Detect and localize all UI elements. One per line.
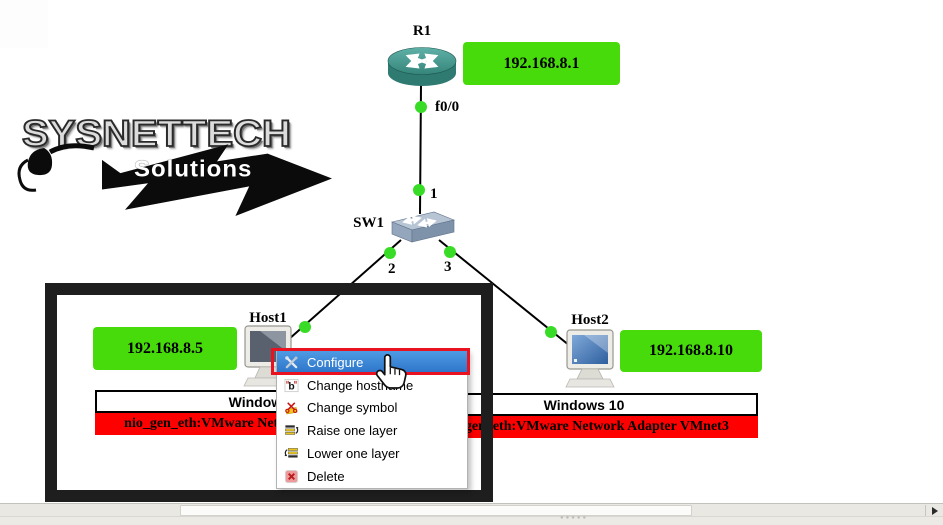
host1-context-menu: Configure b Change hostname Change symbo… — [276, 350, 468, 489]
port-dot-r1-f0-0 — [415, 101, 427, 113]
delete-icon — [284, 469, 299, 483]
interface-label-1: 1 — [430, 186, 438, 202]
host2-adapter-label: nio_gen_eth:VMware Network Adapter VMnet… — [410, 416, 758, 438]
horizontal-scrollbar[interactable] — [0, 503, 943, 516]
host2-computer-icon[interactable] — [562, 329, 618, 396]
ip-note-host1[interactable]: 192.168.8.5 — [93, 327, 237, 370]
splitter-gripper-dots[interactable]: ●●●●● — [560, 515, 589, 521]
menu-item-lower-one-layer[interactable]: Lower one layer — [277, 442, 467, 465]
router-r1-icon[interactable] — [386, 45, 458, 94]
port-dot-sw1-3 — [444, 246, 456, 258]
symbol-icon — [285, 402, 298, 415]
ip-note-host2[interactable]: 192.168.8.10 — [620, 330, 762, 372]
mouse-cable-icon — [17, 143, 95, 192]
port-dot-host2 — [545, 326, 557, 338]
switch-label: SW1 — [353, 215, 384, 231]
scroll-right-arrow-icon — [931, 506, 938, 515]
scrollbar-thumb[interactable] — [180, 505, 692, 516]
canvas-corner-artifact — [0, 0, 48, 48]
rename-icon: b — [284, 378, 299, 392]
bottom-panel-strip: ●●●●● — [0, 515, 943, 525]
sysnettech-logo: SYSNETTECH Solutions — [14, 104, 334, 219]
menu-item-configure[interactable]: Configure — [277, 351, 467, 374]
menu-item-label: Lower one layer — [307, 446, 400, 462]
router-label: R1 — [412, 23, 432, 39]
menu-item-label: Raise one layer — [307, 423, 398, 439]
menu-item-label: Change symbol — [307, 400, 398, 416]
menu-item-delete[interactable]: Delete — [277, 465, 467, 488]
host1-label: Host1 — [249, 310, 287, 326]
menu-item-change-hostname[interactable]: b Change hostname — [277, 374, 467, 397]
lower-layer-icon — [284, 448, 298, 458]
host2-label: Host2 — [571, 312, 609, 328]
menu-item-change-symbol[interactable]: Change symbol — [277, 397, 467, 420]
port-dot-host1 — [299, 321, 311, 333]
ip-note-r1[interactable]: 192.168.8.1 — [463, 42, 620, 85]
configure-tools-icon — [285, 356, 298, 369]
interface-label-f0-0: f0/0 — [435, 99, 460, 115]
menu-item-label: Delete — [307, 468, 345, 484]
menu-item-raise-one-layer[interactable]: Raise one layer — [277, 419, 467, 442]
host2-info-box[interactable]: Windows 10 nio_gen_eth:VMware Network Ad… — [410, 393, 758, 438]
port-dot-sw1-1 — [413, 184, 425, 196]
menu-item-label: Change hostname — [307, 377, 414, 393]
scrollbar-right-button[interactable] — [925, 505, 943, 516]
port-dot-sw1-2 — [384, 247, 396, 259]
svg-text:b: b — [288, 381, 294, 392]
interface-label-3: 3 — [444, 259, 452, 275]
logo-subbrand-text: Solutions — [134, 156, 253, 183]
menu-item-label: Configure — [307, 354, 364, 370]
interface-label-2: 2 — [388, 261, 396, 277]
switch-sw1-icon[interactable] — [384, 208, 456, 251]
link-sw1-host1 — [279, 239, 402, 348]
raise-layer-icon — [285, 425, 299, 436]
host2-os-label: Windows 10 — [410, 393, 758, 416]
